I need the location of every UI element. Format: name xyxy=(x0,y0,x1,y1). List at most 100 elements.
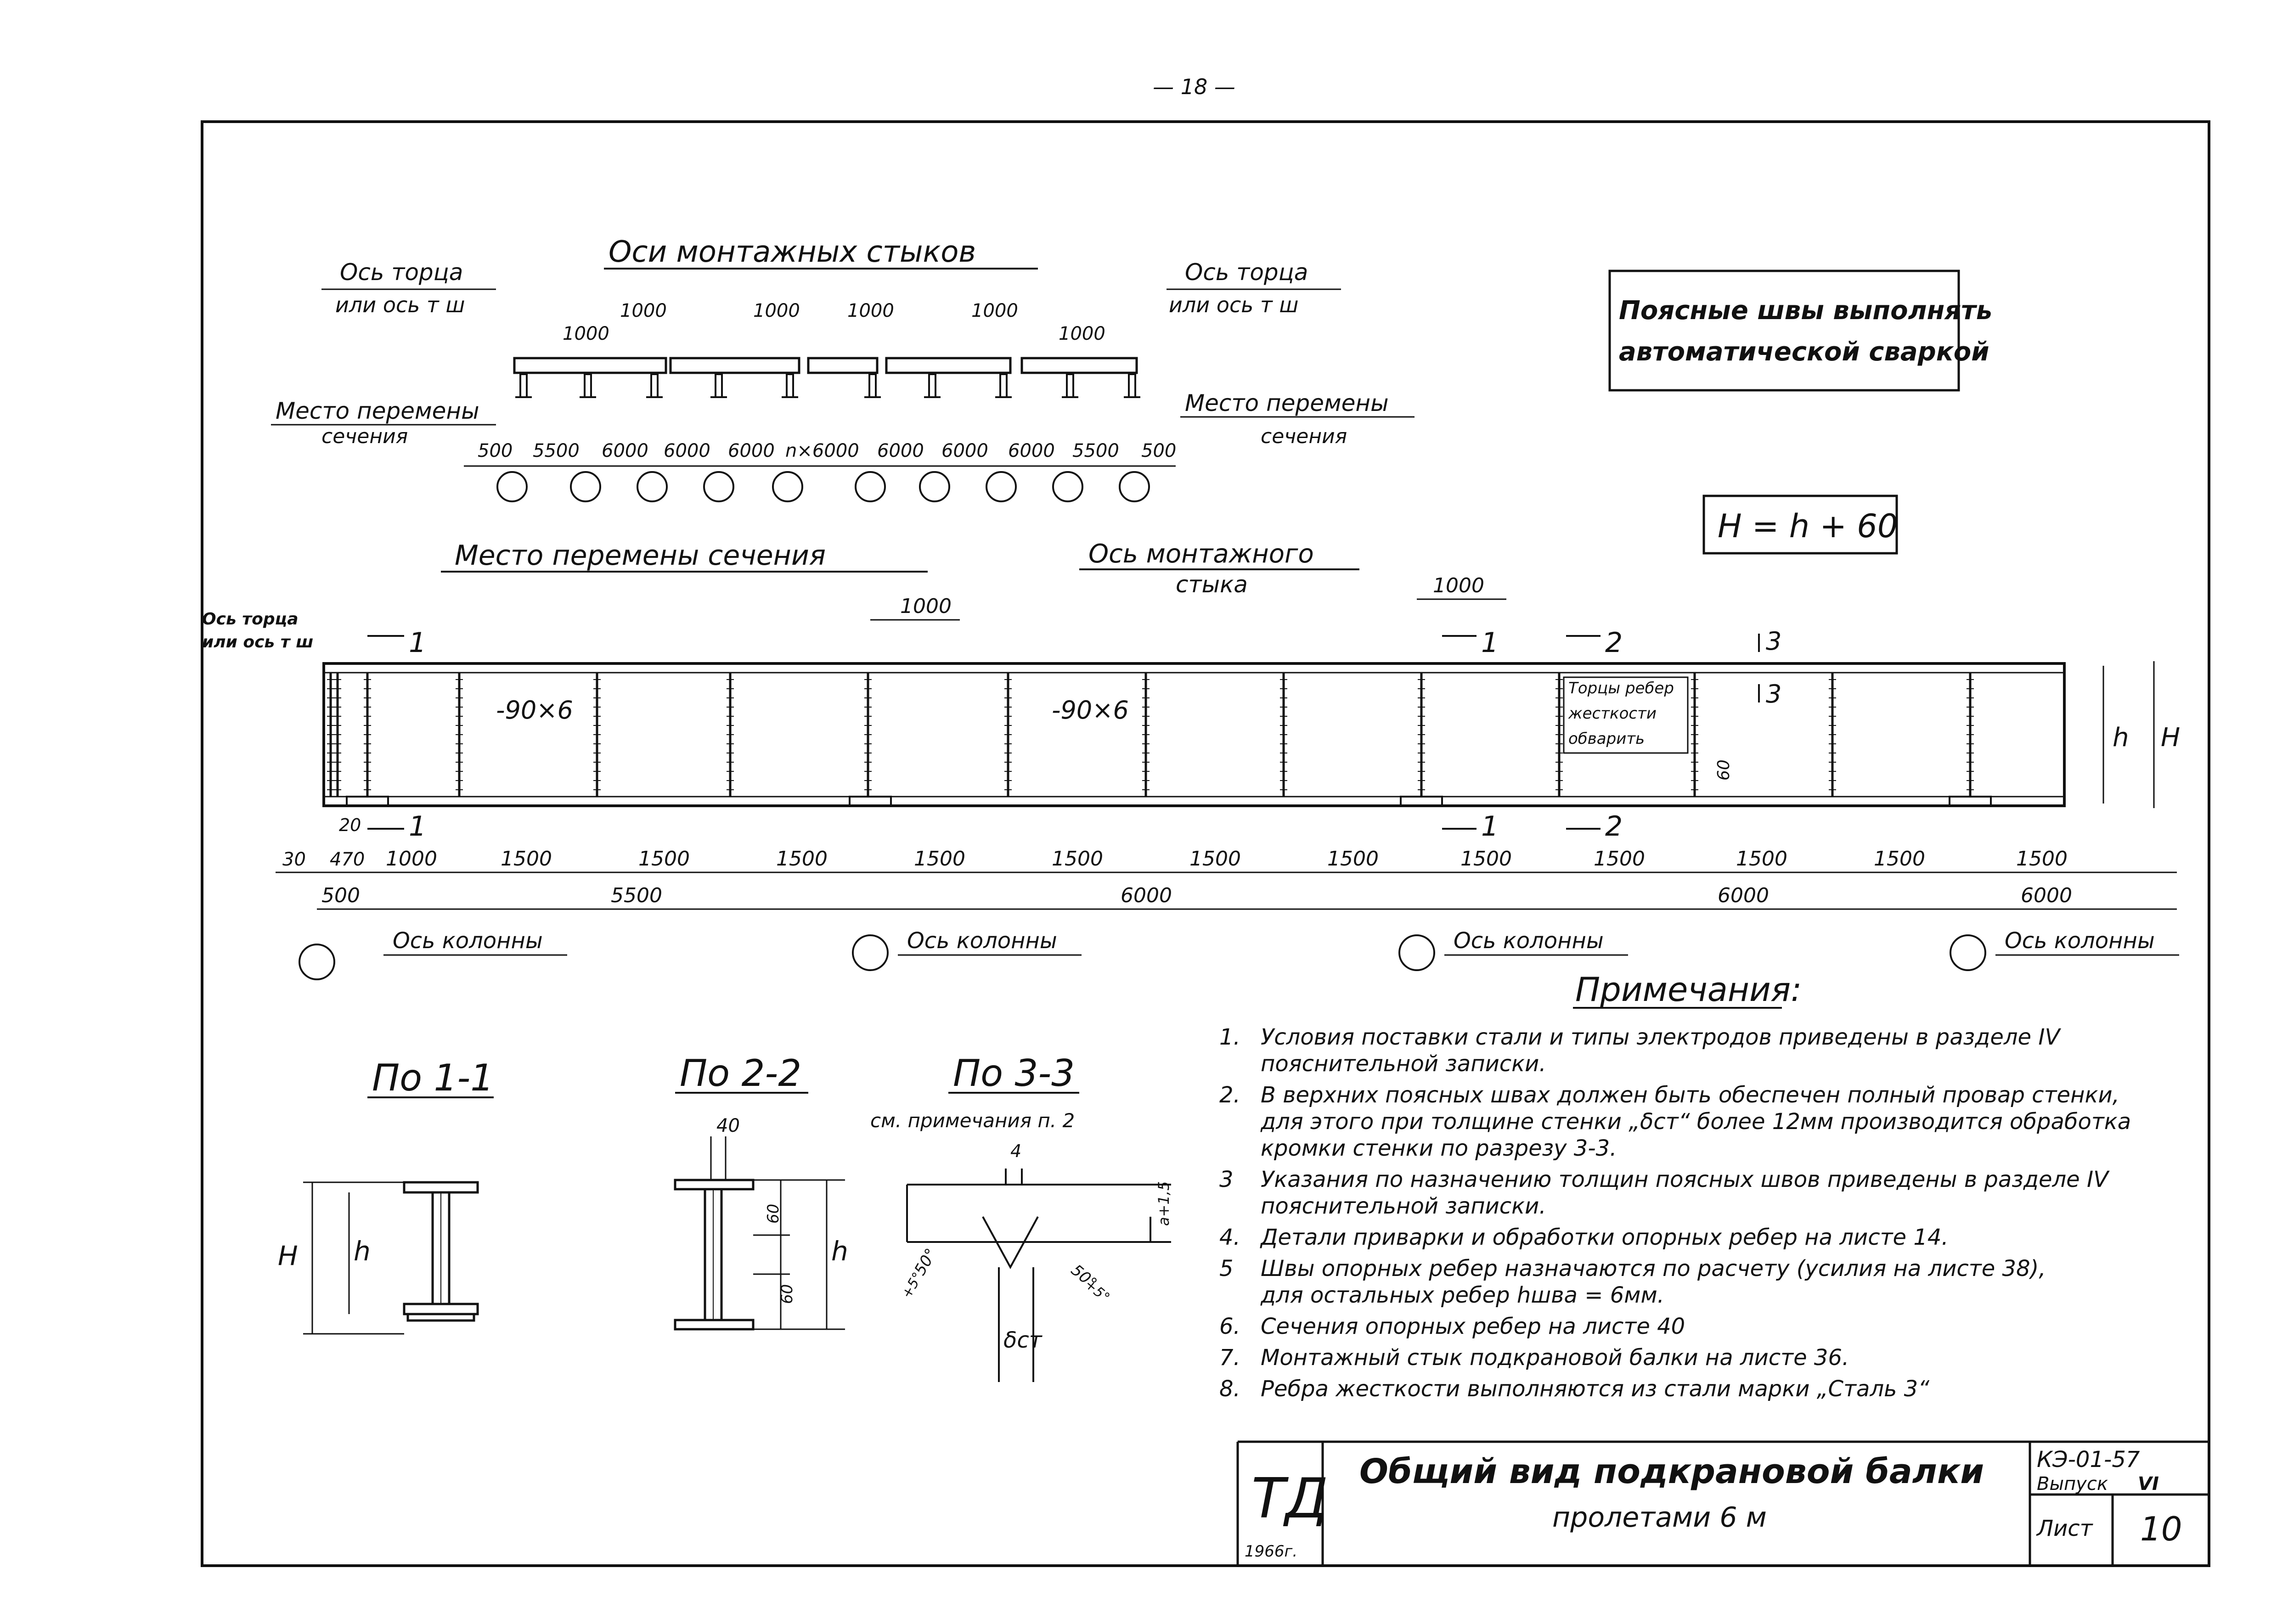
section-3-3-a15: а+1,5 xyxy=(1155,1181,1172,1226)
column-circle xyxy=(299,944,335,980)
span-dim-label: 6000 xyxy=(1718,884,1769,907)
scheme-section-change-right-1: Место перемены xyxy=(1185,390,1389,416)
column-axis-label: Ось колонны xyxy=(2005,928,2155,954)
cut-mark-3-bottom: 3 xyxy=(1766,680,1781,708)
height-h: h xyxy=(2113,723,2129,753)
note-line: В верхних поясных швах должен быть обесп… xyxy=(1261,1082,2119,1108)
weld-note-2: жесткости xyxy=(1568,704,1657,723)
height-H: H xyxy=(2161,723,2180,753)
span-dim-label: 500 xyxy=(321,884,360,907)
title-line-1: Общий вид подкрановой балки xyxy=(1359,1452,1984,1491)
column-circle xyxy=(852,934,889,971)
section-2-2-h: h xyxy=(831,1236,848,1267)
note-number: 5 xyxy=(1219,1256,1234,1281)
scheme-span-label: 6000 xyxy=(664,440,710,461)
beam-scheme: Оси монтажных стыков Ось торца или ось т… xyxy=(271,235,1415,502)
end-axis-label-1: Ось торца xyxy=(202,610,299,629)
scheme-span-label: 500 xyxy=(478,440,513,461)
cut-mark-1-top-a: 1 xyxy=(409,627,426,659)
scheme-span-label: 500 xyxy=(1141,440,1176,461)
welding-note-line-1: Поясные швы выполнять xyxy=(1619,296,1992,326)
mounting-joint-label-1: Ось монтажного xyxy=(1088,539,1314,569)
scheme-span-label: n×6000 xyxy=(785,440,859,461)
scheme-span-label: 5500 xyxy=(533,440,580,461)
rib-dim-label: 1500 xyxy=(638,847,690,871)
offset-1000-b: 1000 xyxy=(1433,574,1484,597)
cut-mark-2-top: 2 xyxy=(1605,627,1623,659)
mounting-joint-label-2: стыка xyxy=(1176,571,1248,598)
rib-dim-label: 1500 xyxy=(501,847,552,871)
rib-dim-label: 1500 xyxy=(1052,847,1103,871)
note-line: Монтажный стык подкрановой балки на лист… xyxy=(1261,1345,1849,1371)
rib-dim-label: 1500 xyxy=(776,847,828,871)
column-axis-label: Ось колонны xyxy=(1454,928,1604,954)
scheme-span-label: 5500 xyxy=(1072,440,1119,461)
section-2-2-d60a: 60 xyxy=(764,1204,783,1224)
note-line: Сечения опорных ребер на листе 40 xyxy=(1261,1314,1685,1339)
title-block: ТД 1966г. Общий вид подкрановой балки пр… xyxy=(1236,1440,2209,1566)
scheme-end-axis-right-1: Ось торца xyxy=(1185,259,1308,286)
rib-dim-label: 1500 xyxy=(1327,847,1379,871)
rib-dim-label: 1500 xyxy=(1460,847,1512,871)
rib-dim-label: 1500 xyxy=(1736,847,1787,871)
section-1-1-title: По 1-1 xyxy=(372,1056,494,1099)
weld-note-1: Торцы ребер xyxy=(1568,679,1674,697)
rib-dim-label: 1500 xyxy=(1594,847,1645,871)
scheme-end-axis-left-1: Ось торца xyxy=(340,259,463,286)
note-line: пояснительной записки. xyxy=(1261,1051,1546,1077)
scheme-title: Оси монтажных стыков xyxy=(609,235,976,269)
scheme-offset-6: 1000 xyxy=(1059,323,1105,344)
title-year: 1966г. xyxy=(1245,1542,1297,1561)
beam-elevation: Место перемены сечения Ось монтажного ст… xyxy=(202,539,2180,980)
stiffener-label-a: -90×6 xyxy=(496,696,573,725)
title-sheet-value: 10 xyxy=(2140,1510,2182,1548)
sheet-frame xyxy=(201,120,2210,1567)
cut-mark-1-top-b: 1 xyxy=(1481,627,1499,659)
scheme-end-axis-left-2: или ось т ш xyxy=(335,292,465,317)
scheme-end-axis-right-2: или ось т ш xyxy=(1169,292,1299,317)
notes-title: Примечания: xyxy=(1575,970,1802,1009)
title-line-2: пролетами 6 м xyxy=(1552,1501,1767,1534)
title-issue-value: VI xyxy=(2138,1473,2159,1495)
note-number: 3 xyxy=(1219,1167,1234,1192)
cut-mark-1-bottom-b: 1 xyxy=(1481,810,1499,843)
scheme-offset-3: 1000 xyxy=(753,300,800,321)
section-1-1-H: H xyxy=(278,1240,298,1271)
note-number: 2. xyxy=(1219,1082,1240,1108)
offset-1000-a: 1000 xyxy=(900,595,952,618)
rib-dim-label: 1500 xyxy=(2016,847,2068,871)
rib-dim-label: 1500 xyxy=(1874,847,1925,871)
rib-dim-label: 1500 xyxy=(1189,847,1241,871)
title-logo: ТД xyxy=(1251,1467,1328,1531)
column-axis-label: Ось колонны xyxy=(393,928,543,954)
note-line: Условия поставки стали и типы электродов… xyxy=(1261,1024,2061,1050)
column-circle xyxy=(1398,934,1435,971)
note-number: 1. xyxy=(1219,1024,1240,1050)
scheme-span-label: 6000 xyxy=(877,440,924,461)
section-change-label: Место перемены сечения xyxy=(455,539,826,572)
scheme-section-change-right-2: сечения xyxy=(1261,425,1347,448)
scheme-span-label: 6000 xyxy=(941,440,988,461)
formula: H = h + 60 xyxy=(1718,507,1898,545)
dim-470: 470 xyxy=(330,849,365,870)
section-1-1-h: h xyxy=(354,1236,371,1267)
note-line: Указания по назначению толщин поясных шв… xyxy=(1261,1167,2110,1192)
weld-note-3: обварить xyxy=(1568,730,1645,748)
note-number: 6. xyxy=(1219,1314,1240,1339)
note-line: Швы опорных ребер назначаются по расчету… xyxy=(1261,1256,2046,1281)
welding-note-line-2: автоматической сваркой xyxy=(1619,337,1989,367)
section-3-3-delta: δст xyxy=(1003,1327,1043,1353)
note-number: 7. xyxy=(1219,1345,1240,1371)
cut-mark-2-bottom: 2 xyxy=(1605,810,1623,843)
scheme-offset-4: 1000 xyxy=(847,300,894,321)
rib-dim-label: 1000 xyxy=(386,847,437,871)
note-line: Ребра жесткости выполняются из стали мар… xyxy=(1261,1376,1930,1402)
cut-mark-3-top: 3 xyxy=(1766,627,1781,656)
dim-30: 30 xyxy=(282,849,306,870)
formula-box xyxy=(1702,495,1898,555)
scheme-span-label: 6000 xyxy=(602,440,648,461)
section-2-2-title: По 2-2 xyxy=(680,1052,801,1095)
span-dim-label: 5500 xyxy=(611,884,662,907)
title-sheet-label: Лист xyxy=(2036,1516,2094,1541)
